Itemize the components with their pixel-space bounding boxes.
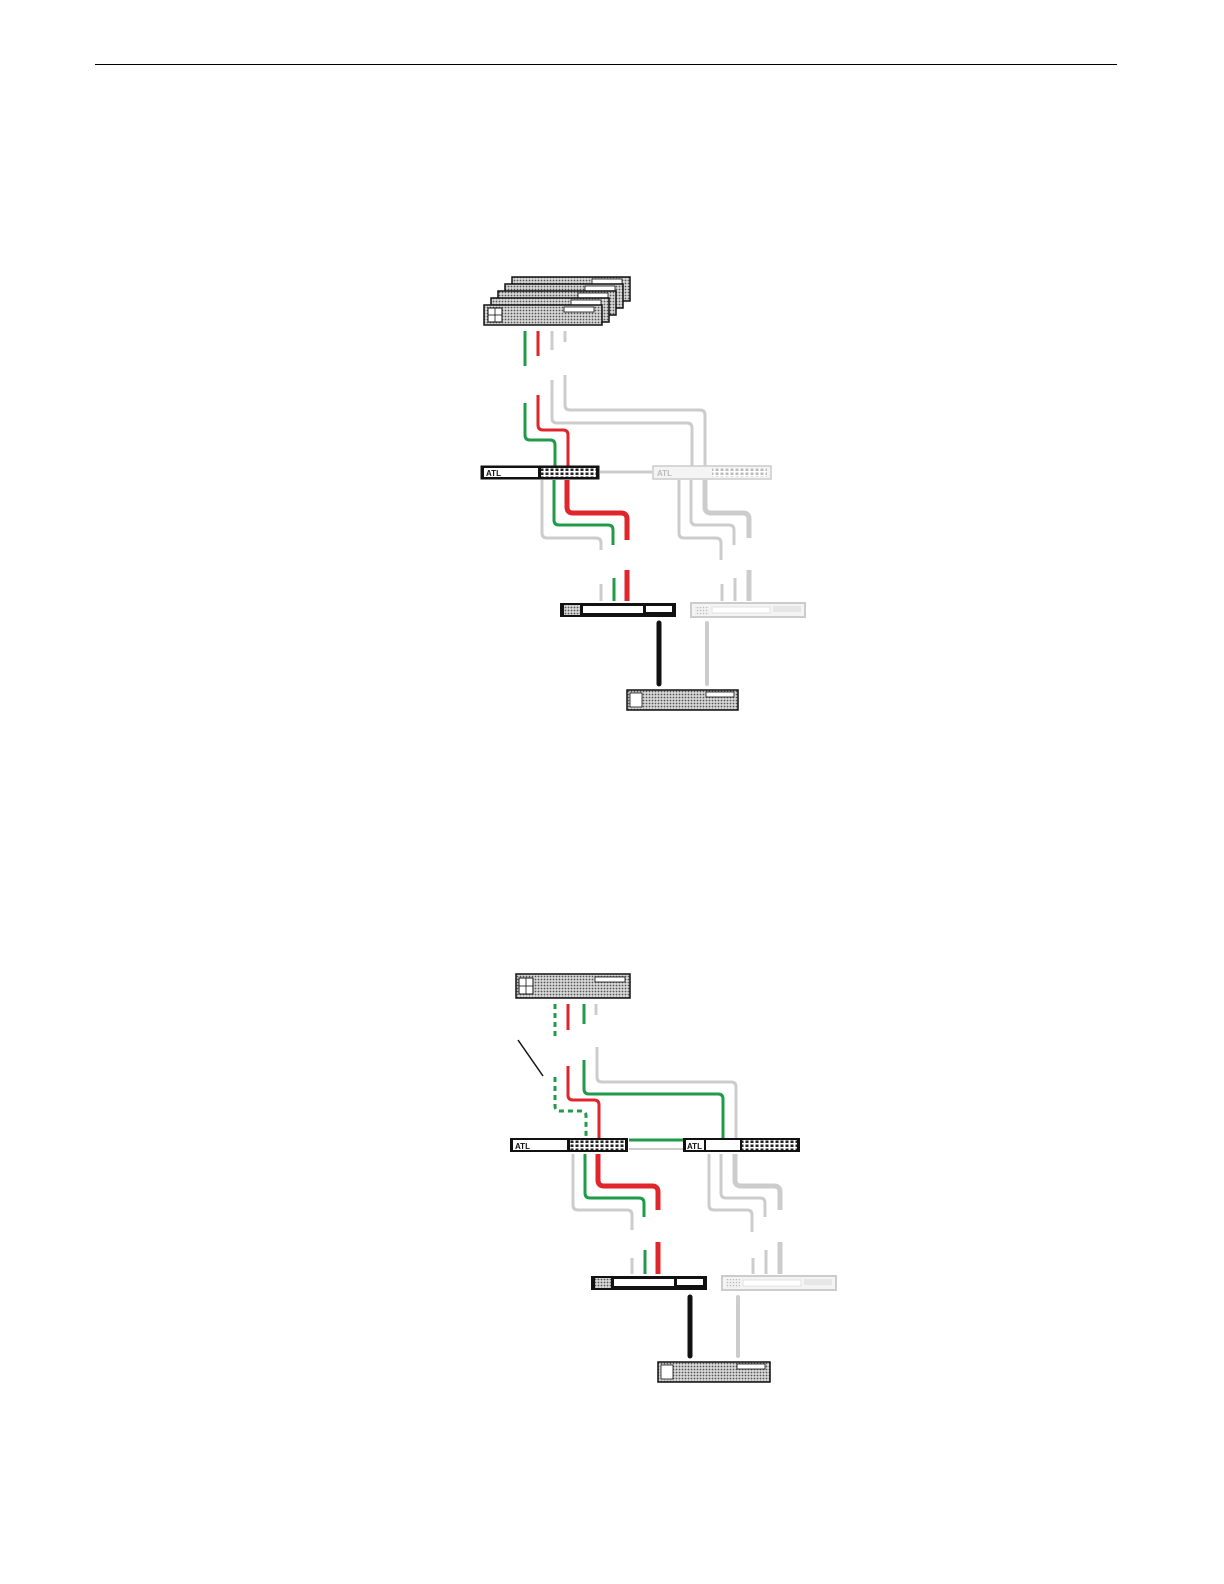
svg-text:ATL: ATL xyxy=(687,1142,702,1151)
cable-inactive xyxy=(573,1154,632,1230)
cable-red-thick xyxy=(598,1154,658,1210)
switch-b: ATL xyxy=(683,1138,800,1152)
disk-enclosure xyxy=(658,1362,770,1382)
storage-controller-a xyxy=(591,1276,707,1290)
client-server xyxy=(516,974,630,998)
switch-to-storage-cables xyxy=(573,1154,780,1232)
storage-stub-lines xyxy=(632,1242,780,1274)
svg-text:ATL: ATL xyxy=(515,1142,530,1151)
client-stub-lines xyxy=(555,1004,596,1038)
switch-a: ATL xyxy=(510,1138,628,1152)
storage-controller-b xyxy=(722,1276,836,1290)
cable-green-rerouted xyxy=(584,1060,723,1138)
failed-path-callout-pointer xyxy=(518,1040,543,1076)
client-to-switch-cables xyxy=(555,1047,736,1138)
cable-inactive-thick xyxy=(735,1154,780,1210)
cable-green-failed xyxy=(555,1077,586,1138)
cable-inactive xyxy=(709,1154,752,1232)
